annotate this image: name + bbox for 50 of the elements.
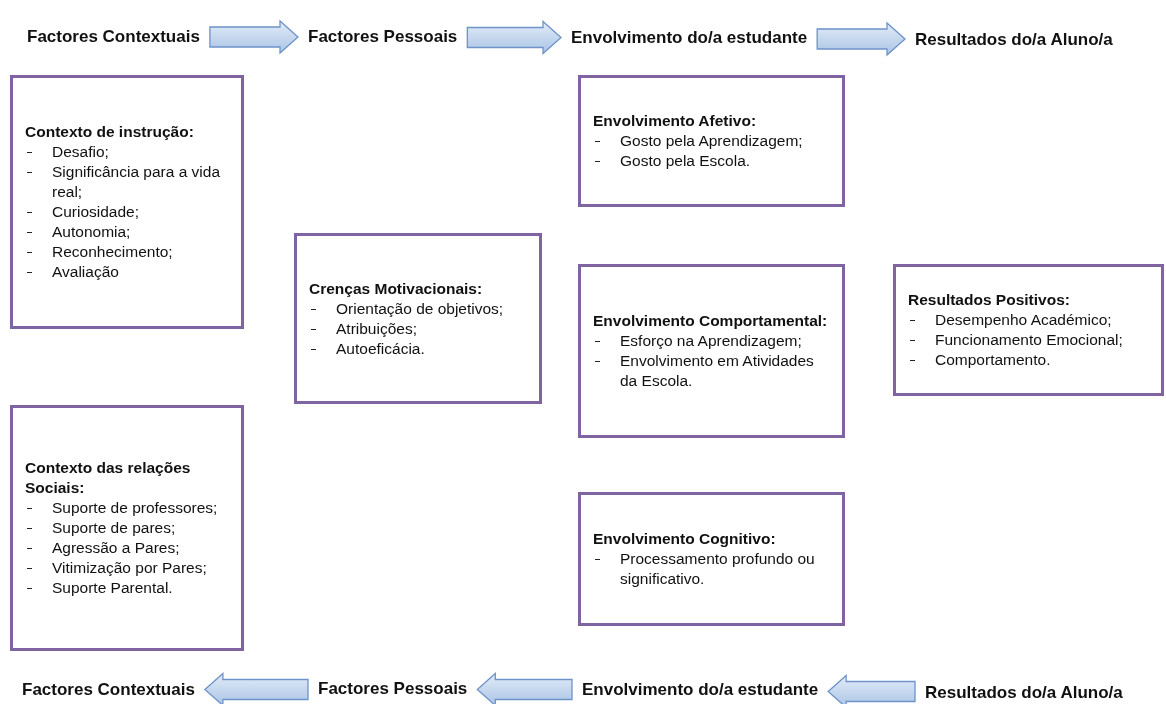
list-item: Autoeficácia.: [309, 338, 529, 359]
block-arrow: [466, 20, 562, 55]
text-box: [893, 264, 1164, 396]
box-heading: Contexto de instrução:: [25, 122, 195, 142]
list-item: Esforço na Aprendizagem;: [593, 331, 832, 351]
stage-label: Factores Pessoais: [298, 25, 468, 49]
text-box: [10, 75, 244, 329]
list-item: Suporte de pares;: [25, 518, 231, 538]
stage-label: Factores Pessoais: [308, 677, 478, 701]
list-item: Significância para a vida real;: [25, 162, 231, 202]
list-item: Suporte Parental.: [25, 578, 231, 598]
list-item: Desempenho Académico;: [908, 310, 1151, 330]
text-box: [10, 405, 244, 651]
box-heading: Resultados Positivos:: [908, 290, 1071, 310]
list-item: Comportamento.: [908, 350, 1151, 370]
list-item: Envolvimento em Atividades da Escola.: [593, 351, 832, 391]
list-item: Agressão a Pares;: [25, 538, 231, 558]
block-arrow: [209, 19, 299, 55]
list-item: Orientação de objetivos;: [309, 298, 529, 319]
block-arrow: [816, 21, 906, 57]
list-item: Vitimização por Pares;: [25, 558, 231, 578]
stage-label: Envolvimento do/a estudante: [572, 678, 829, 702]
text-box: [578, 264, 845, 438]
list-item: Reconhecimento;: [25, 242, 231, 262]
list-item: Desafio;: [25, 142, 231, 162]
text-box: [294, 233, 542, 404]
list-item: Autonomia;: [25, 222, 231, 242]
list-item: Funcionamento Emocional;: [908, 330, 1151, 350]
block-arrow: [827, 674, 916, 704]
text-box: [578, 492, 845, 626]
stage-label: Factores Contextuais: [17, 25, 210, 49]
box-heading: Envolvimento Afetivo:: [593, 111, 758, 131]
stage-label: Envolvimento do/a estudante: [561, 26, 818, 50]
block-arrow: [203, 672, 309, 704]
box-heading: Envolvimento Cognitivo:: [593, 529, 777, 549]
block-arrow: [476, 672, 573, 704]
box-heading: Crenças Motivacionais:: [309, 278, 484, 299]
list-item: Processamento profundo ou significativo.: [593, 549, 832, 589]
stage-label: Resultados do/a Aluno/a: [915, 681, 1133, 704]
list-item: Gosto pela Aprendizagem;: [593, 131, 832, 151]
stage-label: Resultados do/a Aluno/a: [905, 28, 1123, 52]
box-heading: Envolvimento Comportamental:: [593, 311, 829, 331]
list-item: Curiosidade;: [25, 202, 231, 222]
list-item: Suporte de professores;: [25, 498, 231, 518]
box-heading: Contexto das relações Sociais:: [25, 458, 192, 498]
text-box: [578, 75, 845, 207]
list-item: Avaliação: [25, 262, 231, 282]
list-item: Atribuições;: [309, 318, 529, 339]
list-item: Gosto pela Escola.: [593, 151, 832, 171]
stage-label: Factores Contextuais: [12, 678, 205, 702]
